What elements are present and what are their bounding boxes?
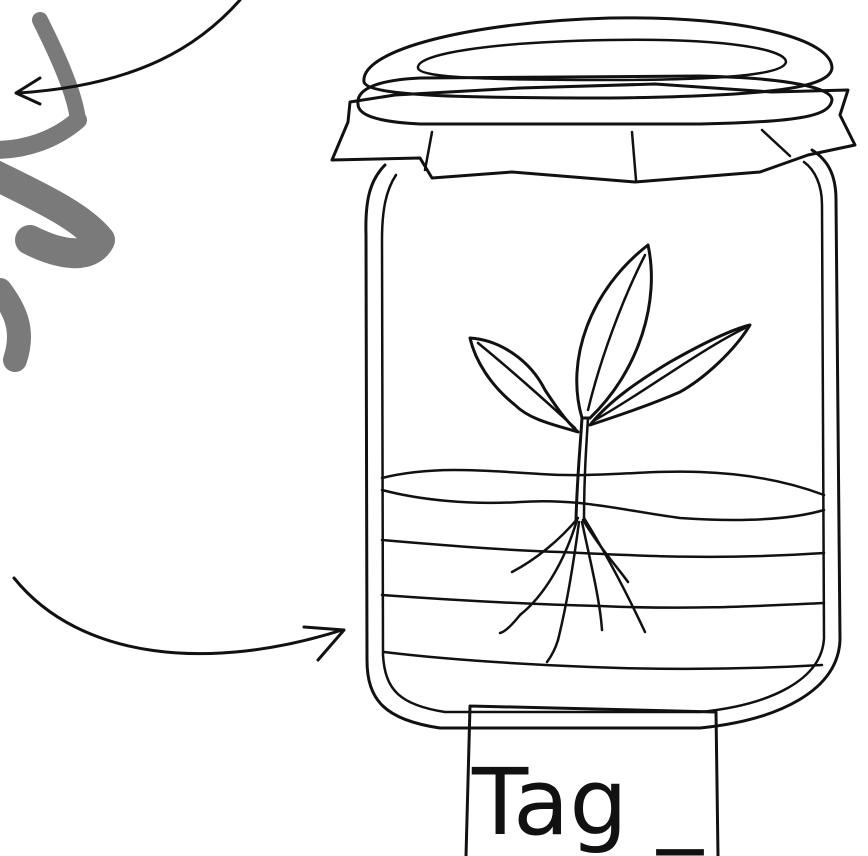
lid bbox=[332, 18, 855, 182]
jar bbox=[366, 150, 840, 728]
seedling bbox=[470, 245, 750, 520]
gray-sketch bbox=[0, 20, 100, 360]
tag-label: Tag _ bbox=[471, 749, 704, 856]
soil-layers bbox=[382, 470, 824, 669]
arrow-bottom bbox=[14, 578, 344, 660]
roots bbox=[500, 518, 645, 662]
